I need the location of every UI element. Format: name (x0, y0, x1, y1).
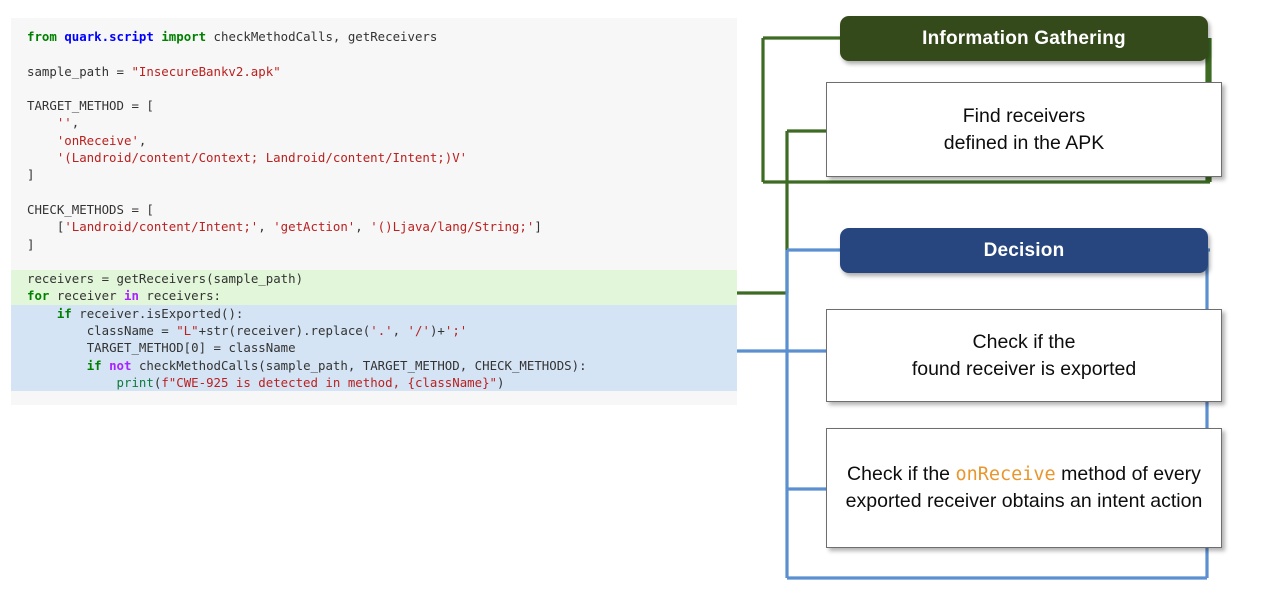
code-line: ] (27, 236, 35, 252)
code-line: TARGET_METHOD[0] = className (11, 339, 737, 357)
code-line: if receiver.isExported(): (11, 304, 737, 323)
code-line: from quark.script import checkMethodCall… (27, 29, 438, 44)
code-line: className = "L"+str(receiver).replace('.… (11, 322, 737, 340)
card-text: Check if the onReceive method of every e… (836, 461, 1213, 515)
code-line: for receiver in receivers: (11, 287, 737, 305)
card-line-1-code: onReceive (955, 464, 1056, 485)
code-listing[interactable]: from quark.script import checkMethodCall… (11, 18, 737, 405)
card-text: Find receivers defined in the APK (934, 103, 1114, 157)
code-line: '(Landroid/content/Context; Landroid/con… (56, 150, 468, 166)
stage-header-label: Decision (983, 239, 1065, 261)
card-check-onreceive-intent-action[interactable]: Check if the onReceive method of every e… (826, 428, 1222, 548)
code-line: CHECK_METHODS = [ (27, 201, 154, 217)
card-text: Check if the found receiver is exported (902, 329, 1146, 383)
card-line-1: Find receivers (962, 104, 1086, 127)
stage-header-information-gathering[interactable]: Information Gathering (840, 16, 1208, 61)
code-line: ['Landroid/content/Intent;', 'getAction'… (27, 219, 542, 235)
card-line-1: Check if the (972, 330, 1076, 353)
code-line: TARGET_METHOD = [ (27, 98, 154, 114)
card-line-1-suffix: method of every (1055, 463, 1201, 485)
stage-header-decision[interactable]: Decision (840, 228, 1208, 273)
card-line-1-prefix: Check if the (847, 463, 956, 485)
stage-header-label: Information Gathering (922, 27, 1126, 49)
code-panel: from quark.script import checkMethodCall… (11, 18, 737, 405)
code-line: sample_path = "InsecureBankv2.apk" (27, 63, 281, 79)
code-line: receivers = getReceivers(sample_path) (11, 270, 737, 288)
code-line: 'onReceive', (56, 132, 147, 148)
card-line-2: defined in the APK (943, 131, 1105, 154)
code-line: '', (56, 115, 80, 131)
code-line: if not checkMethodCalls(sample_path, TAR… (11, 356, 737, 374)
code-line: ] (27, 167, 35, 183)
code-line: print(f"CWE-925 is detected in method, {… (11, 373, 737, 392)
card-line-2: exported receiver obtains an intent acti… (845, 490, 1203, 512)
card-find-receivers[interactable]: Find receivers defined in the APK (826, 82, 1222, 177)
card-check-exported[interactable]: Check if the found receiver is exported (826, 309, 1222, 402)
card-line-2: found receiver is exported (911, 357, 1137, 380)
